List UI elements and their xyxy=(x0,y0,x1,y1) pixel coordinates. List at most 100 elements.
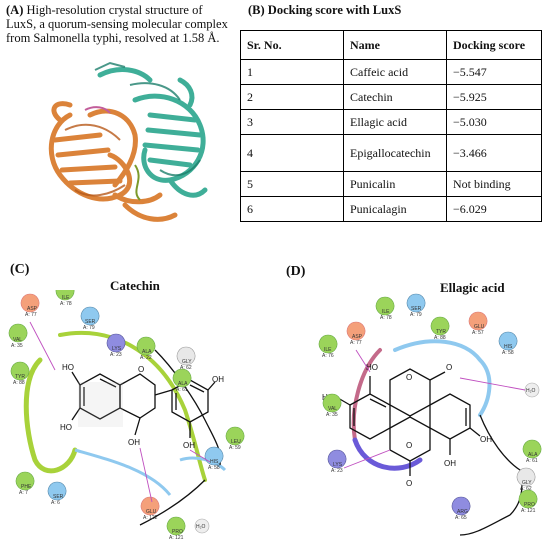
svg-text:TYR: TYR xyxy=(436,329,446,335)
svg-text:A: 77: A: 77 xyxy=(25,312,37,318)
atom-label: O xyxy=(406,373,412,382)
svg-text:GLU: GLU xyxy=(146,509,157,515)
atom-label: OH xyxy=(480,435,492,444)
svg-text:ILE: ILE xyxy=(324,347,332,353)
svg-text:A: 62: A: 62 xyxy=(520,486,532,492)
cell-name: Ellagic acid xyxy=(343,109,447,135)
svg-text:ASP: ASP xyxy=(27,306,38,312)
panel-b-caption-target: LuxS xyxy=(372,3,402,17)
svg-text:A: 79: A: 79 xyxy=(410,312,422,318)
svg-text:LYS: LYS xyxy=(333,462,343,468)
protein-structure-image xyxy=(48,61,208,222)
header-sr-no: Sr. No. xyxy=(240,30,344,60)
table-row: 3 Ellagic acid −5.030 xyxy=(240,109,542,135)
cell-name: Punicalin xyxy=(343,171,447,197)
svg-text:A: 79: A: 79 xyxy=(83,325,95,331)
table-header-row: Sr. No. Name Docking score xyxy=(240,30,542,60)
svg-text:GLY: GLY xyxy=(522,480,532,486)
header-name: Name xyxy=(343,30,447,60)
svg-text:A: 35: A: 35 xyxy=(326,412,338,418)
panel-b-label: (B) xyxy=(248,3,265,17)
cell-sr-no: 2 xyxy=(240,84,344,110)
svg-text:LYS: LYS xyxy=(112,346,122,352)
atom-label: O xyxy=(446,363,452,372)
header-docking-score: Docking score xyxy=(446,30,542,60)
atom-label: HO xyxy=(62,363,74,372)
cell-sr-no: 6 xyxy=(240,196,344,222)
cell-score: Not binding xyxy=(446,171,542,197)
water-molecule: H₂O xyxy=(194,518,210,534)
panel-a-label: (A) xyxy=(6,3,24,17)
svg-text:A: 23: A: 23 xyxy=(331,468,343,474)
cell-score: −3.466 xyxy=(446,134,542,172)
cell-sr-no: 4 xyxy=(240,134,344,172)
cell-name: Punicalagin xyxy=(343,196,447,222)
svg-text:HIS: HIS xyxy=(210,459,219,465)
svg-text:A: 58: A: 58 xyxy=(502,350,514,356)
atom-label: HO xyxy=(60,423,72,432)
panel-b-caption-prefix: Docking score with xyxy=(267,3,373,17)
water-molecule: H₂O xyxy=(524,382,540,398)
cell-score: −5.030 xyxy=(446,109,542,135)
svg-text:A: 6: A: 6 xyxy=(51,500,60,506)
atom-label: HO xyxy=(366,363,378,372)
cell-name: Epigallocatechin xyxy=(343,134,447,172)
svg-text:A: 57: A: 57 xyxy=(472,330,484,336)
svg-text:ILE: ILE xyxy=(382,309,390,315)
svg-text:HIS: HIS xyxy=(504,344,513,350)
atom-label: OH xyxy=(183,441,195,450)
svg-text:ASP: ASP xyxy=(352,334,363,340)
table-row: 5 Punicalin Not binding xyxy=(240,171,542,197)
svg-text:VAL: VAL xyxy=(13,337,22,343)
svg-text:A: 76: A: 76 xyxy=(322,353,334,359)
svg-text:A: 121: A: 121 xyxy=(521,508,536,514)
panel-c-label: (C) xyxy=(10,262,30,277)
svg-text:A: 78: A: 78 xyxy=(60,301,72,307)
svg-text:A: 23: A: 23 xyxy=(110,352,122,358)
cell-name: Catechin xyxy=(343,84,447,110)
docking-score-table: Sr. No. Name Docking score 1 Caffeic aci… xyxy=(240,30,542,222)
svg-text:A: 7: A: 7 xyxy=(19,490,28,496)
cell-score: −5.925 xyxy=(446,84,542,110)
table-row: 6 Punicalagin −6.029 xyxy=(240,196,542,222)
table-row: 1 Caffeic acid −5.547 xyxy=(240,59,542,85)
svg-text:SER: SER xyxy=(53,494,64,500)
atom-label: OH xyxy=(444,459,456,468)
svg-text:GLY: GLY xyxy=(182,359,192,365)
atom-label: O xyxy=(406,441,412,450)
svg-text:ILE: ILE xyxy=(62,295,70,301)
svg-text:SER: SER xyxy=(411,306,422,312)
table-row: 4 Epigallocatechin −3.466 xyxy=(240,134,542,172)
cell-sr-no: 5 xyxy=(240,171,344,197)
svg-text:ALA: ALA xyxy=(528,452,538,458)
svg-text:ALA: ALA xyxy=(178,381,188,387)
panel-a-text: High-resolution crystal structure of Lux… xyxy=(6,3,228,45)
svg-text:SER: SER xyxy=(85,319,96,325)
cell-name: Caffeic acid xyxy=(343,59,447,85)
atom-label: O xyxy=(138,365,144,374)
svg-text:A: 22: A: 22 xyxy=(140,355,152,361)
svg-text:A: 35: A: 35 xyxy=(11,343,23,349)
svg-text:A: 59: A: 59 xyxy=(229,445,241,451)
